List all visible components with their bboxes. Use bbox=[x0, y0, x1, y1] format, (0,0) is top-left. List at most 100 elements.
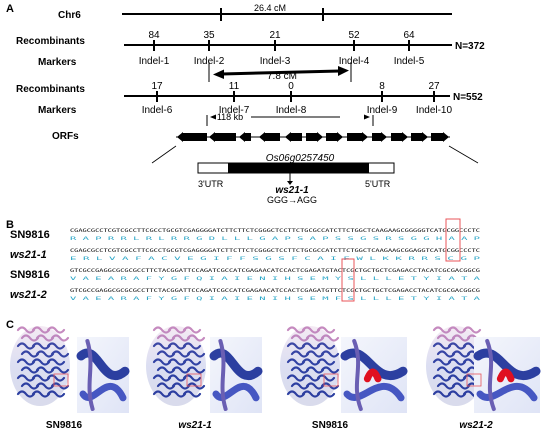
helix-ribbon bbox=[343, 382, 405, 402]
protein-overview bbox=[146, 326, 206, 406]
orf-arrows bbox=[177, 132, 449, 142]
structure-label-ws21-2: ws21-2 bbox=[459, 420, 493, 431]
markers-label-2: Markers bbox=[38, 105, 77, 116]
marker-name: Indel-6 bbox=[142, 105, 173, 116]
panel-label-a: A bbox=[6, 3, 14, 15]
n-count-1: N=372 bbox=[455, 41, 485, 52]
marker-name: Indel-1 bbox=[139, 56, 170, 67]
loop-ribbon bbox=[85, 339, 95, 411]
gene-cds bbox=[228, 163, 369, 173]
helix-ribbon bbox=[212, 382, 260, 402]
amino-acid-sequence: V A E A R A F Y G F Q I A I E N I H S E … bbox=[70, 296, 481, 301]
recombinant-count: 21 bbox=[269, 30, 281, 41]
orf-arrow bbox=[285, 132, 302, 142]
zoom-inset bbox=[209, 337, 263, 413]
marker-ticks-1: 84Indel-135Indel-221Indel-352Indel-464In… bbox=[139, 30, 425, 67]
recombinant-count: 84 bbox=[148, 30, 160, 41]
zoom-line-right bbox=[448, 145, 479, 164]
panel-label-c: C bbox=[6, 319, 14, 331]
recombinant-count: 35 bbox=[203, 30, 215, 41]
loop-ribbon bbox=[485, 339, 496, 411]
structure-label-ws21-1: ws21-1 bbox=[178, 420, 212, 431]
recombinant-count: 11 bbox=[229, 81, 240, 92]
sequence-name: SN9816 bbox=[10, 229, 50, 241]
zoom-line-left bbox=[151, 145, 177, 164]
sequence-name: ws21-1 bbox=[10, 249, 47, 261]
highlight-box-ws21-1 bbox=[445, 218, 461, 262]
chr-distance: 26.4 cM bbox=[254, 3, 286, 13]
orfs-label: ORFs bbox=[52, 131, 79, 142]
marker-name: Indel-3 bbox=[260, 56, 291, 67]
zoom-region-box bbox=[323, 373, 339, 387]
marker-name: Indel-7 bbox=[219, 105, 250, 116]
gene-name: Os06g0257450 bbox=[266, 153, 335, 164]
recombinants-label-1: Recombinants bbox=[16, 36, 85, 47]
orf-arrow bbox=[326, 132, 343, 142]
zoom-inset bbox=[340, 337, 408, 413]
zoom-region-box bbox=[53, 373, 69, 387]
zoom-inset bbox=[473, 337, 541, 413]
sequence-name: ws21-2 bbox=[10, 289, 47, 301]
orf-arrow bbox=[391, 132, 408, 142]
structure-label-sn9816-2: SN9816 bbox=[312, 420, 349, 431]
chr-label: Chr6 bbox=[58, 10, 81, 21]
recombinant-count: 17 bbox=[151, 81, 163, 92]
recombinant-count: 52 bbox=[348, 30, 360, 41]
recombinant-count: 0 bbox=[288, 81, 294, 92]
marker-ticks-2: 17Indel-611Indel-70Indel-88Indel-927Inde… bbox=[142, 81, 453, 116]
protein-structures bbox=[10, 326, 541, 413]
helix-ribbon bbox=[76, 348, 130, 381]
zoom-inset bbox=[76, 337, 130, 413]
protein-shadow bbox=[280, 326, 340, 406]
protein-overview bbox=[280, 326, 340, 406]
recombinant-count: 27 bbox=[428, 81, 440, 92]
panel-label-b: B bbox=[6, 219, 14, 231]
nucleotide-sequence: GTCGCCGAGGCGCGCGCCTTCTACGGATTCCAGATCGCCA… bbox=[70, 268, 481, 273]
orf-arrow bbox=[177, 132, 207, 142]
nucleotide-sequence: GTCGCCGAGGCGCGCGCCTTCTACGGATTCCAGATCGCCA… bbox=[70, 288, 481, 293]
loop-ribbon bbox=[218, 339, 228, 411]
helix-ribbon bbox=[340, 348, 408, 381]
recombinant-count: 64 bbox=[403, 30, 415, 41]
mutation-arrowhead bbox=[287, 181, 293, 185]
marker-name: Indel-10 bbox=[416, 105, 453, 116]
amino-acid-sequence: R A P R R L R L R R G D L L L G A P S A … bbox=[70, 236, 481, 241]
mutation-site bbox=[496, 368, 515, 383]
zoom-region-box bbox=[466, 373, 482, 387]
marker-name: Indel-2 bbox=[194, 56, 225, 67]
orf-arrow bbox=[259, 132, 280, 142]
helix-ribbon bbox=[462, 326, 482, 334]
interval-arrowhead-left bbox=[213, 69, 224, 79]
utr3-label: 3'UTR bbox=[198, 179, 224, 189]
protein-shadow bbox=[10, 326, 70, 406]
orf-arrow bbox=[411, 132, 428, 142]
orf-arrow bbox=[372, 132, 387, 142]
marker-name: Indel-9 bbox=[367, 105, 398, 116]
utr5-label: 5'UTR bbox=[365, 179, 391, 189]
mutation-ggg-agg: GGG→AGG bbox=[267, 195, 317, 205]
orf-arrow bbox=[209, 132, 236, 142]
kb-arrowhead-right bbox=[364, 114, 370, 120]
helix-ribbon bbox=[79, 382, 127, 402]
helix-ribbon bbox=[182, 326, 202, 334]
orf-arrow bbox=[431, 132, 449, 142]
helix-ribbon bbox=[209, 348, 263, 381]
interval-arrowhead-right bbox=[338, 66, 349, 76]
helix-ribbon bbox=[316, 326, 336, 334]
kb-label: 118 kb bbox=[217, 112, 243, 122]
structure-label-sn9816-1: SN9816 bbox=[46, 420, 83, 431]
marker-name: Indel-8 bbox=[276, 105, 307, 116]
interval-arrow bbox=[221, 69, 341, 76]
zoom-region-box bbox=[186, 373, 202, 387]
mutant-label-ws21-1: ws21-1 bbox=[275, 185, 309, 196]
interval-cm: 7.8 cM bbox=[267, 71, 297, 82]
sequence-alignment: SN9816 CGAGCGCCTCGTCGCCTTCGCCTGCGTCGAGGGG… bbox=[10, 228, 481, 301]
n-count-2: N=552 bbox=[453, 92, 483, 103]
protein-shadow bbox=[146, 326, 206, 406]
highlight-box-ws21-2 bbox=[341, 258, 355, 302]
amino-acid-sequence: E R L V A F A C V E G I F F S G S F C A … bbox=[70, 256, 481, 261]
nucleotide-sequence: CGAGCGCCTCGTCGCCTTCGCCTGCGTCGAGGGGATCTTC… bbox=[70, 228, 481, 233]
sequence-name: SN9816 bbox=[10, 269, 50, 281]
markers-label-1: Markers bbox=[38, 57, 77, 68]
